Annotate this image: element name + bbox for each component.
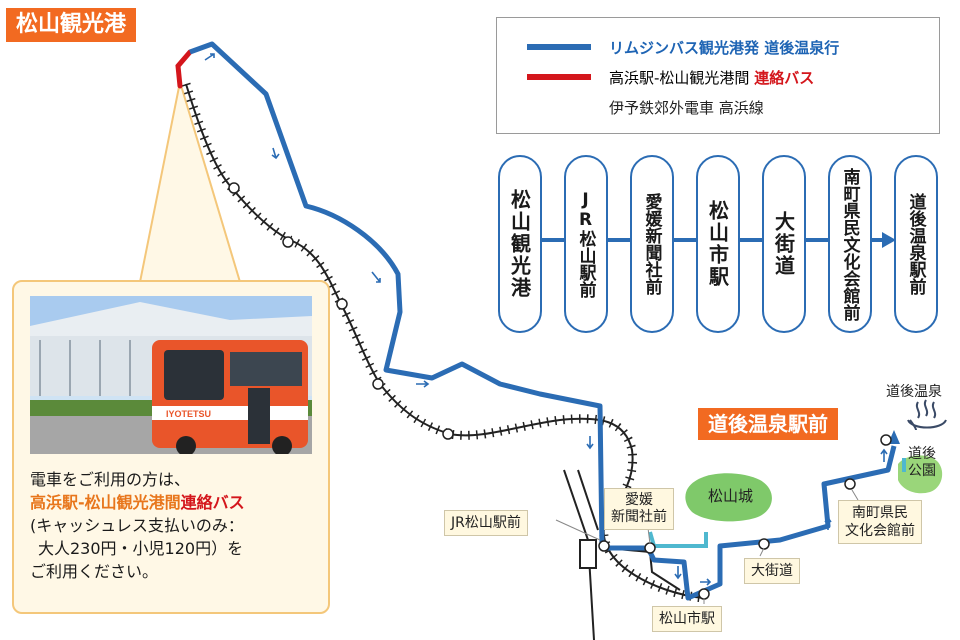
label-okaido: 大街道: [744, 558, 800, 584]
legend-label-train: 伊予鉄郊外電車 高浜線: [609, 99, 764, 117]
castle-moat: [648, 531, 708, 548]
label-dogo-onsen: 道後温泉: [886, 384, 942, 400]
bus-brand-text: IYOTETSU: [166, 409, 211, 419]
jr-station-building: [579, 539, 597, 569]
label-matsuyama-castle: 松山城: [708, 487, 754, 505]
info-line-3: (キャッシュレス支払いのみ：: [30, 516, 244, 535]
matsuyama-castle-area: [685, 473, 772, 522]
connection-bus-route: [175, 49, 193, 89]
label-ehime-shimbunsha: 愛媛新聞社前: [604, 488, 674, 530]
label-dogo-park: 道後公園: [908, 446, 936, 479]
destination-tag: 道後温泉駅前: [698, 408, 838, 440]
info-line-1: 電車をご利用の方は、: [30, 470, 191, 489]
limousine-bus-route: [189, 41, 897, 601]
label-minamimachi: 南町県民文化会館前: [838, 500, 922, 544]
hot-spring-icon: [907, 399, 947, 431]
final-stop-arrow: [882, 232, 896, 248]
legend-row-train: 伊予鉄郊外電車 高浜線: [497, 94, 939, 120]
legend-swatch-blue: [527, 44, 591, 50]
info-text: 電車をご利用の方は、 高浜駅-松山観光港間連絡バス (キャッシュレス支払いのみ：…: [30, 468, 326, 583]
info-line-4: 大人230円・小児120円）を: [38, 539, 244, 558]
route-stop-4: 松山市駅: [696, 155, 740, 333]
route-stop-7: 道後温泉駅前: [894, 155, 938, 333]
info-line-5: ご利用ください。: [30, 562, 159, 581]
info-line-2: 高浜駅-松山観光港間連絡バス: [30, 493, 245, 512]
route-stop-3: 愛媛新聞社前: [630, 155, 674, 333]
legend: リムジンバス観光港発 道後温泉行 高浜駅-松山観光港間 連絡バス 伊予鉄郊外電車…: [496, 17, 940, 134]
bus-body: IYOTETSU: [152, 340, 308, 454]
legend-label-limousine: リムジンバス観光港発 道後温泉行: [609, 39, 840, 57]
route-stop-2: JR松山駅前: [564, 155, 608, 333]
route-stop-5: 大街道: [762, 155, 806, 333]
legend-swatch-red: [527, 74, 591, 80]
label-matsuyama-shi-station: 松山市駅: [652, 606, 722, 632]
label-jr-matsuyama-station: JR松山駅前: [444, 510, 528, 536]
train-stations: [228, 182, 892, 600]
dogo-park-area: [898, 455, 943, 494]
legend-row-connection: 高浜駅-松山観光港間 連絡バス: [497, 64, 939, 90]
legend-label-connection: 高浜駅-松山観光港間 連絡バス: [609, 69, 815, 87]
route-stop-6: 南町県民文化会館前: [828, 155, 872, 333]
origin-tag: 松山観光港: [6, 8, 137, 42]
label-leaders: [555, 489, 859, 604]
bus-photo: IYOTETSU: [30, 296, 312, 454]
info-panel: IYOTETSU 電車をご利用の方は、 高浜駅-松山観光港間連絡バス (キャッシ…: [12, 280, 330, 614]
legend-row-limousine: リムジンバス観光港発 道後温泉行: [497, 34, 939, 60]
direction-arrows: [204, 53, 888, 586]
route-stop-1: 松山観光港: [498, 155, 542, 333]
